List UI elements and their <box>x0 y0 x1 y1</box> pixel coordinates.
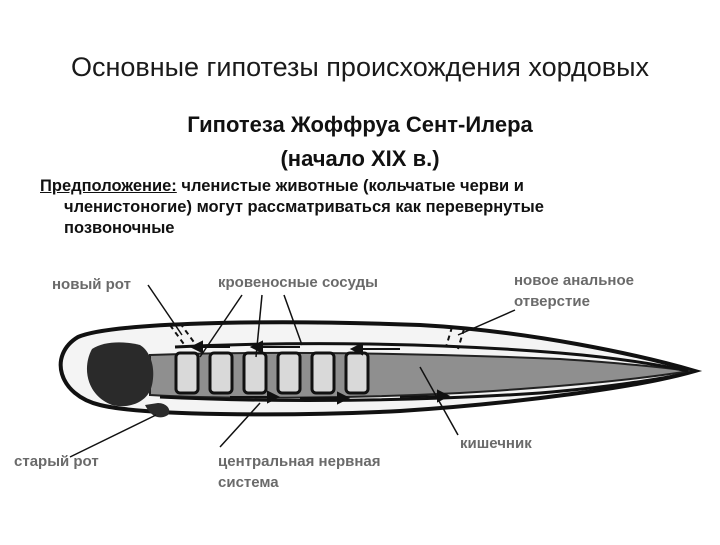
statement-line-3: позвоночные <box>40 218 700 239</box>
statement-label: Предположение: <box>40 177 177 195</box>
label-new-mouth: новый рот <box>52 276 131 293</box>
hypothesis-date: (начало XIX в.) <box>0 142 720 176</box>
statement-line-2: членистоногие) могут рассматриваться как… <box>40 197 700 218</box>
label-intestine: кишечник <box>460 435 532 452</box>
statement-line-1: членистые животные (кольчатые черви и <box>181 177 524 195</box>
statement-paragraph: Предположение: членистые животные (кольч… <box>40 176 700 239</box>
chordate-body-diagram: новый рот кровеносные сосуды новое аналь… <box>0 255 720 540</box>
slide-title: Основные гипотезы происхождения хордовых <box>0 52 720 83</box>
label-cns-line1: центральная нервная <box>218 453 381 470</box>
hypothesis-heading: Гипотеза Жоффруа Сент-Илера (начало XIX … <box>0 108 720 176</box>
hypothesis-name: Гипотеза Жоффруа Сент-Илера <box>0 108 720 142</box>
label-new-anal-line1: новое анальное <box>514 272 634 289</box>
label-old-mouth: старый рот <box>14 453 99 470</box>
label-blood-vessels: кровеносные сосуды <box>218 274 378 291</box>
label-cns-line2: система <box>218 474 279 491</box>
label-new-anal-line2: отверстие <box>514 293 590 310</box>
old-mouth-shape <box>145 403 169 417</box>
diagram-svg: новый рот кровеносные сосуды новое аналь… <box>0 255 720 540</box>
